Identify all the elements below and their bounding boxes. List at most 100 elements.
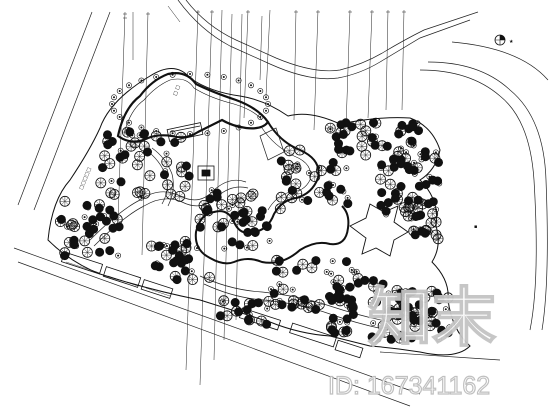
- shrub-symbol: [108, 177, 115, 185]
- tree-symbol: [67, 218, 79, 230]
- tree-symbol: [150, 261, 160, 271]
- tree-symbol: [131, 159, 143, 171]
- tree-symbol: [205, 194, 215, 204]
- tree-symbol: [408, 225, 420, 237]
- tree-symbol: [375, 173, 386, 185]
- tree-symbol: [394, 129, 404, 139]
- tree-symbol: [187, 274, 199, 285]
- tree-symbol: [179, 180, 191, 192]
- tree-symbol: [277, 283, 289, 295]
- tree-symbol: [275, 191, 287, 203]
- tree-symbol: [283, 145, 295, 157]
- stream: [194, 121, 350, 265]
- shrub-symbol: [163, 150, 170, 157]
- upper-pond: [116, 72, 270, 143]
- tree-symbol: [180, 266, 190, 276]
- shrub-symbol: [138, 124, 145, 131]
- tree-symbol: [195, 222, 205, 232]
- tree-symbol: [181, 161, 191, 171]
- tree-symbol: [360, 149, 372, 161]
- tree-symbol: [432, 233, 444, 245]
- watermark-logo: 知末: [368, 282, 496, 354]
- tree-symbol: [82, 246, 93, 258]
- tree-symbol: [120, 150, 130, 160]
- tree-symbol: [323, 181, 333, 191]
- right-plaza: [349, 203, 409, 257]
- tree-symbol: [288, 298, 300, 310]
- tree-symbol: [345, 282, 355, 292]
- tree-symbol: [341, 257, 352, 267]
- tree-symbol: [328, 158, 338, 167]
- tree-symbol: [125, 127, 135, 137]
- shrub-symbol: [264, 305, 271, 312]
- shrub-symbol: [247, 82, 255, 89]
- svg-text:□□□□□: □□□□□: [78, 166, 93, 190]
- tree-symbol: [88, 215, 98, 225]
- tree-symbol: [162, 179, 174, 191]
- tree-symbol: [347, 300, 357, 310]
- tree-symbol: [336, 184, 346, 194]
- tree-symbol: [234, 197, 246, 209]
- tree-symbol: [95, 177, 107, 189]
- tree-symbol: [212, 221, 224, 233]
- tree-symbol: [161, 156, 173, 168]
- tree-symbol: [230, 297, 240, 308]
- tree-symbol: [281, 175, 292, 185]
- tree-symbol: [194, 213, 206, 225]
- watermark-id: ID: 167341162: [328, 372, 490, 400]
- tree-symbol: [389, 154, 401, 166]
- tree-symbol: [108, 188, 120, 200]
- tree-symbol: [156, 137, 166, 147]
- tree-symbol: [94, 203, 104, 213]
- tree-symbol: [262, 319, 272, 329]
- tree-symbol: [234, 307, 244, 317]
- shrub-symbol: [257, 113, 264, 121]
- tree-symbol: [99, 232, 111, 244]
- tree-symbol: [411, 162, 423, 174]
- tree-symbol: [428, 197, 438, 207]
- tree-symbol: [108, 223, 118, 233]
- tree-symbol: [116, 177, 126, 187]
- north-arrow-icon: ★: [494, 34, 514, 46]
- tree-symbol: [171, 256, 181, 266]
- tree-symbol: [247, 188, 259, 200]
- tree-symbol: [408, 122, 418, 132]
- tree-symbol: [330, 165, 342, 176]
- tree-symbol: [203, 205, 213, 215]
- tree-symbol: [227, 237, 237, 247]
- tree-symbol: [63, 236, 75, 248]
- tree-symbol: [168, 245, 178, 255]
- tree-symbol: [292, 265, 302, 275]
- tree-symbol: [376, 140, 388, 152]
- tree-symbol: [368, 118, 379, 128]
- tree-symbol: [160, 249, 172, 261]
- shrub-symbol: [81, 214, 88, 221]
- tree-symbol: [328, 313, 338, 323]
- watermark: 知末 ID: 167341162: [327, 281, 496, 400]
- svg-text:□ □: □ □: [172, 84, 182, 97]
- tree-symbol: [334, 144, 344, 154]
- tree-symbol: [95, 247, 105, 257]
- tree-symbol: [276, 156, 286, 166]
- tree-symbol: [146, 240, 157, 252]
- tree-symbol: [420, 152, 430, 162]
- shrub-symbol: [163, 242, 171, 250]
- tree-symbol: [331, 132, 341, 142]
- tree-symbol: [250, 227, 260, 237]
- tree-symbol: [274, 203, 286, 215]
- tree-symbol: [179, 235, 191, 247]
- tree-symbol: [181, 255, 191, 265]
- tree-symbol: [172, 275, 182, 285]
- tree-symbol: [235, 240, 245, 250]
- shrub-symbol: [220, 73, 227, 81]
- tree-symbol: [413, 195, 423, 205]
- site-outline: [47, 68, 471, 356]
- tree-symbol: [103, 140, 113, 150]
- tree-symbol: [377, 188, 387, 198]
- tree-symbol: [356, 130, 368, 142]
- tree-symbol: [343, 199, 353, 209]
- tree-symbol: [176, 166, 188, 178]
- shrub-symbol: [125, 82, 133, 89]
- shrub-symbol: [247, 119, 255, 126]
- tree-symbol: [366, 135, 378, 147]
